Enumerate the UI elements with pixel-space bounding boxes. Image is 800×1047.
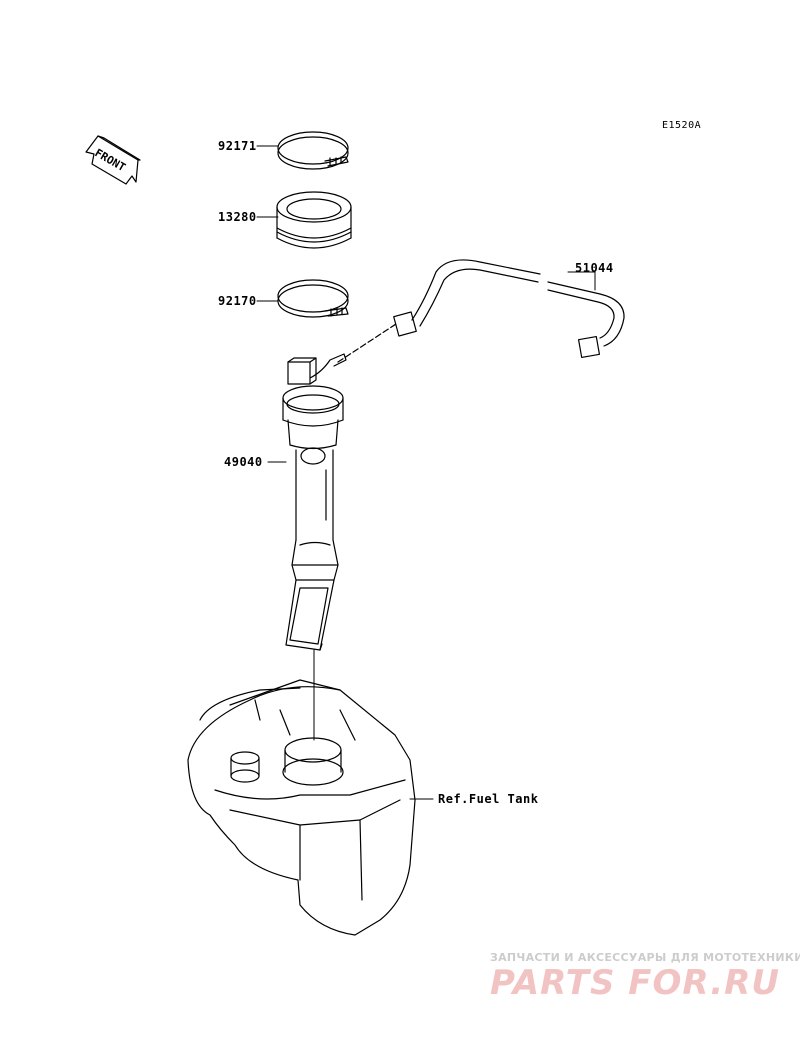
grommet-13280	[276, 191, 352, 249]
leader-lines	[256, 145, 596, 800]
part-number-label: 49040	[224, 455, 263, 469]
fuel-tank-reference	[187, 679, 416, 936]
watermark-tagline: ЗАПЧАСТИ И АКСЕССУАРЫ ДЛЯ МОТОТЕХНИКИ	[490, 951, 800, 964]
part-number-label: 92170	[218, 294, 257, 308]
part-number-label: 92171	[218, 139, 257, 153]
watermark-logo: PARTS FOR.RU	[490, 963, 780, 1003]
front-arrow-icon: FRONT	[85, 135, 141, 185]
fuel-pump-49040	[282, 353, 347, 651]
diagram-code: E1520A	[662, 120, 702, 131]
part-number-label: 51044	[575, 261, 614, 275]
clamp-92170	[277, 279, 349, 318]
clamp-92171	[277, 131, 349, 170]
hose-51044	[337, 259, 625, 363]
part-number-label: 13280	[218, 210, 257, 224]
reference-label: Ref.Fuel Tank	[438, 792, 539, 806]
